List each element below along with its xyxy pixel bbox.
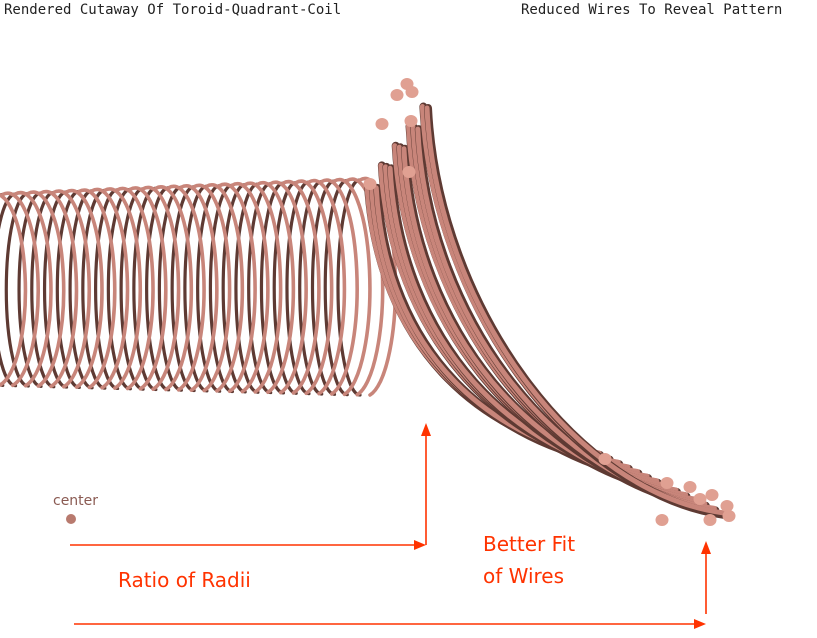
better-fit-label-line2: of Wires: [483, 564, 565, 588]
coil-turn-front: [243, 181, 283, 394]
coil-turn-back: [259, 181, 286, 395]
title-left: Rendered Cutaway Of Toroid-Quadrant-Coil: [4, 2, 342, 18]
center-label: center: [53, 493, 99, 509]
coil-turn-back: [42, 190, 69, 389]
wire-end-cap: [655, 514, 669, 526]
coil-turn-back: [247, 182, 273, 395]
wire-end-cap: [660, 477, 674, 489]
wire-end-cap: [404, 115, 418, 127]
coil-turn-front: [115, 186, 155, 391]
coil-turn-front: [64, 188, 104, 389]
coil-turn-back: [81, 188, 107, 390]
wire-end-cap: [683, 481, 697, 493]
wire-end-cap: [720, 500, 734, 512]
coil-turn-front: [128, 186, 168, 391]
wire-end-cap: [705, 489, 719, 501]
coil-turn-back: [323, 178, 349, 397]
coil-turn-back: [221, 183, 247, 394]
coil-turn-back: [68, 189, 94, 390]
coil-turn-back: [17, 191, 43, 388]
coil-turn-back: [336, 178, 362, 397]
coil-turn-front: [103, 187, 143, 390]
coil-turn-front: [154, 185, 194, 392]
coil-turn-front: [179, 184, 219, 392]
coil-turn-front: [192, 183, 232, 393]
coil-turn-front: [256, 180, 296, 395]
wire-end-cap: [375, 118, 389, 130]
coil-turn-back: [196, 184, 222, 393]
coil-turn-front: [205, 183, 245, 393]
wire-end-cap: [693, 493, 707, 505]
coil-turn-front: [217, 182, 257, 394]
coil-turn-front: [26, 190, 66, 388]
wire-end-cap: [405, 86, 419, 98]
coil-turn-back: [55, 189, 81, 390]
coil-turn-back: [157, 185, 183, 392]
coil-turn-back: [170, 185, 196, 393]
wire-ends: [363, 78, 736, 526]
coil-turn-front: [294, 179, 334, 396]
coil-turn-front: [77, 188, 117, 390]
coil-turn-back: [310, 179, 337, 396]
coil-turn-back: [234, 182, 260, 394]
coil-turn-back: [183, 184, 209, 393]
coil-turn-front: [0, 191, 40, 388]
coil-turn-back: [285, 180, 311, 396]
curved-wire-bundle: [364, 102, 729, 519]
wire-end-cap: [390, 89, 404, 101]
title-right: Reduced Wires To Reveal Pattern: [521, 2, 783, 18]
wire-end-cap: [363, 178, 377, 190]
wire-end-cap: [722, 510, 736, 522]
coil-turn-front: [319, 178, 359, 396]
coil-turn-back: [94, 188, 120, 391]
coil-turn-front: [332, 177, 372, 397]
coil-turns-back: [0, 178, 362, 397]
coil-turn-front: [51, 189, 92, 389]
wire-end-cap: [598, 453, 612, 465]
better-fit-arrow: [74, 541, 711, 629]
coil-turn-front: [141, 185, 181, 391]
coil-turn-back: [119, 187, 145, 391]
wire-end-cap: [402, 166, 416, 178]
coil-turn-back: [4, 191, 30, 388]
coil-turn-front: [268, 180, 308, 395]
wire-end-cap: [703, 514, 717, 526]
coil-turn-back: [272, 180, 298, 395]
bundle-strand: [424, 105, 727, 516]
coil-turn-front: [281, 179, 321, 395]
center-dot: [66, 514, 76, 524]
ratio-of-radii-label: Ratio of Radii: [118, 568, 251, 592]
coil-turn-front: [307, 178, 347, 396]
coil-turn-back: [30, 190, 56, 389]
coil-turn-back: [298, 179, 324, 396]
coil-turn-front: [13, 190, 53, 388]
coil-turn-front: [166, 184, 206, 392]
coil-turn-back: [0, 192, 18, 388]
coil-turns-front: [0, 176, 398, 397]
coil-turn-back: [132, 186, 158, 392]
coil-turn-front: [0, 193, 28, 387]
better-fit-label-line1: Better Fit: [483, 532, 576, 556]
coil-turn-back: [208, 183, 235, 394]
ratio-arrow: [70, 423, 431, 550]
coil-turn-back: [145, 186, 171, 392]
coil-turn-back: [106, 187, 132, 391]
coil-turn-front: [39, 189, 79, 389]
coil-turn-front: [230, 181, 270, 394]
coil-turn-front: [90, 187, 130, 390]
